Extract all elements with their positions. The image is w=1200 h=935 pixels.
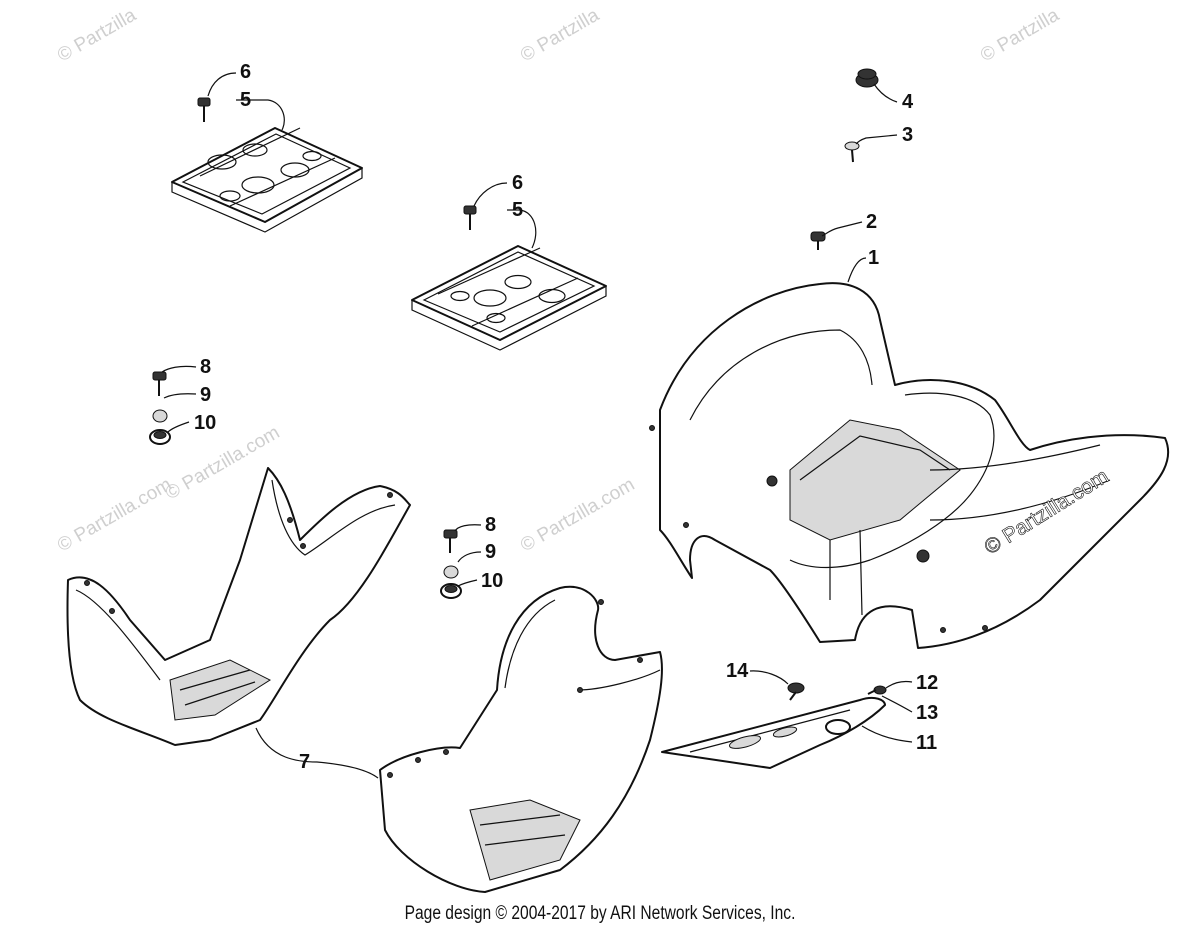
watermark: © Partzilla bbox=[54, 4, 140, 66]
callout-11: 11 bbox=[916, 732, 937, 754]
hardware-stack-left bbox=[149, 371, 171, 445]
callout-8b: 8 bbox=[485, 514, 496, 536]
callout-9a: 9 bbox=[200, 384, 211, 406]
callout-1: 1 bbox=[868, 247, 879, 269]
clip-2 bbox=[810, 231, 826, 250]
callout-3: 3 bbox=[902, 124, 913, 146]
hardware-stack-center bbox=[440, 529, 462, 599]
callout-7: 7 bbox=[299, 751, 310, 773]
callout-5b: 5 bbox=[512, 199, 523, 221]
callout-5a: 5 bbox=[240, 89, 251, 111]
footwell-left bbox=[66, 467, 411, 746]
screw-3 bbox=[844, 141, 860, 163]
copyright-footer: Page design © 2004-2017 by ARI Network S… bbox=[404, 903, 796, 924]
watermark: © Partzilla.com bbox=[517, 474, 638, 556]
bolt-6a bbox=[197, 97, 211, 122]
callout-12: 12 bbox=[916, 672, 938, 694]
rear-fender bbox=[649, 282, 1170, 649]
bolt-6b bbox=[463, 205, 477, 230]
skid-plate bbox=[661, 696, 886, 769]
callout-6a: 6 bbox=[240, 61, 251, 83]
watermark: © Partzilla bbox=[977, 4, 1063, 66]
bolt-12-13 bbox=[867, 685, 887, 695]
footwell-right bbox=[379, 585, 663, 893]
callout-2: 2 bbox=[866, 211, 877, 233]
callout-14: 14 bbox=[726, 660, 749, 682]
watermark: © Partzilla bbox=[517, 4, 603, 66]
callout-13: 13 bbox=[916, 702, 938, 724]
rack-top-left bbox=[171, 127, 363, 233]
callout-4: 4 bbox=[902, 91, 914, 113]
watermark: © Partzilla.com bbox=[54, 474, 175, 556]
callout-9b: 9 bbox=[485, 541, 496, 563]
callout-6b: 6 bbox=[512, 172, 523, 194]
bolt-14 bbox=[787, 682, 805, 701]
grommet-4 bbox=[855, 68, 879, 88]
callout-8a: 8 bbox=[200, 356, 211, 378]
rack-center bbox=[411, 245, 607, 351]
callout-10b: 10 bbox=[481, 570, 503, 592]
callout-10a: 10 bbox=[194, 412, 216, 434]
